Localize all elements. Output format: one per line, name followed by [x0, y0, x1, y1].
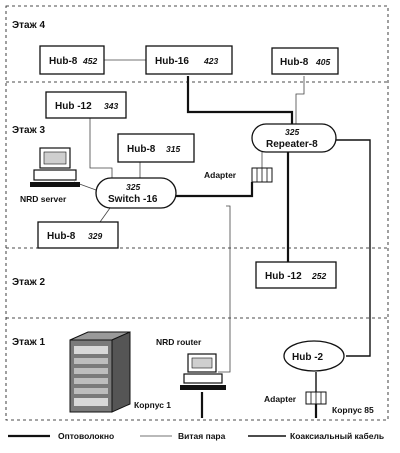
adapter-bottom-icon — [305, 391, 327, 405]
switch-num: 325 — [126, 182, 140, 192]
building-85-label: Корпус 85 — [332, 405, 374, 415]
nrd-router-label: NRD router — [156, 337, 202, 347]
nrd-server-label: NRD server — [20, 194, 67, 204]
adapter-top-label: Adapter — [204, 170, 237, 180]
hub-8-452-name: Hub-8 — [49, 56, 78, 67]
hub-12-343-name: Hub -12 — [55, 101, 92, 112]
hub-12-252-name: Hub -12 — [265, 271, 302, 282]
hub-2: Hub -2 — [283, 340, 345, 372]
floor-label-2: Этаж 2 — [12, 277, 45, 288]
hub-8-329-num: 329 — [88, 231, 102, 241]
floor-label-1: Этаж 1 — [12, 337, 45, 348]
hub-12-343-num: 343 — [104, 101, 118, 111]
hub-16-423-name: Hub-16 — [155, 56, 189, 67]
hub-8-315: Hub-8 315 — [117, 133, 195, 163]
hub-12-343: Hub -12 343 — [45, 91, 127, 119]
nrd-router-computer-icon — [180, 353, 226, 390]
hub-12-252: Hub -12 252 — [255, 261, 337, 289]
repeater-8: 325 Repeater-8 — [251, 123, 337, 153]
cable-hub329-switch — [99, 207, 111, 223]
hub-16-423: Hub-16 423 — [145, 45, 233, 75]
hub-2-name: Hub -2 — [292, 352, 324, 363]
legend: Оптоволокно Витая пара Коаксиальный кабе… — [8, 431, 384, 441]
nrd-server-computer-icon — [30, 147, 80, 187]
legend-label-fiber: Оптоволокно — [58, 431, 114, 441]
hub-8-315-num: 315 — [166, 144, 180, 154]
hub-8-315-name: Hub-8 — [127, 144, 156, 155]
floor-label-4: Этаж 4 — [12, 20, 45, 31]
repeater-num: 325 — [285, 127, 299, 137]
switch-16: 325 Switch -16 — [95, 177, 177, 209]
adapter-top-icon — [251, 167, 273, 183]
cable-hub405-repeater — [295, 76, 305, 124]
hub-16-423-num: 423 — [203, 56, 218, 66]
legend-label-twisted-pair: Витая пара — [178, 431, 226, 441]
cable-hub343-switch — [89, 118, 113, 178]
server-rack-icon — [69, 331, 131, 413]
fiber-switch-repeater — [174, 182, 254, 198]
hub-8-405: Hub-8 405 — [271, 47, 339, 75]
hub-8-452-num: 452 — [82, 56, 97, 66]
hub-12-252-num: 252 — [311, 271, 326, 281]
hub-8-329-name: Hub-8 — [47, 231, 76, 242]
floor-label-3: Этаж 3 — [12, 125, 45, 136]
hub-8-329: Hub-8 329 — [37, 221, 119, 249]
fiber-hub423-repeater — [186, 76, 294, 124]
legend-label-coax: Коаксиальный кабель — [290, 431, 384, 441]
building-1-label: Корпус 1 — [134, 400, 171, 410]
building-outline — [5, 5, 389, 421]
coax-repeater-hub2 — [336, 139, 371, 357]
hub-8-405-name: Hub-8 — [280, 57, 309, 68]
adapter-bottom-label: Adapter — [264, 394, 297, 404]
cable-switch-router — [218, 205, 231, 373]
switch-name: Switch -16 — [108, 194, 158, 205]
hub-8-452: Hub-8 452 — [39, 45, 105, 75]
hub-8-405-num: 405 — [315, 57, 330, 67]
repeater-name: Repeater-8 — [266, 139, 318, 150]
